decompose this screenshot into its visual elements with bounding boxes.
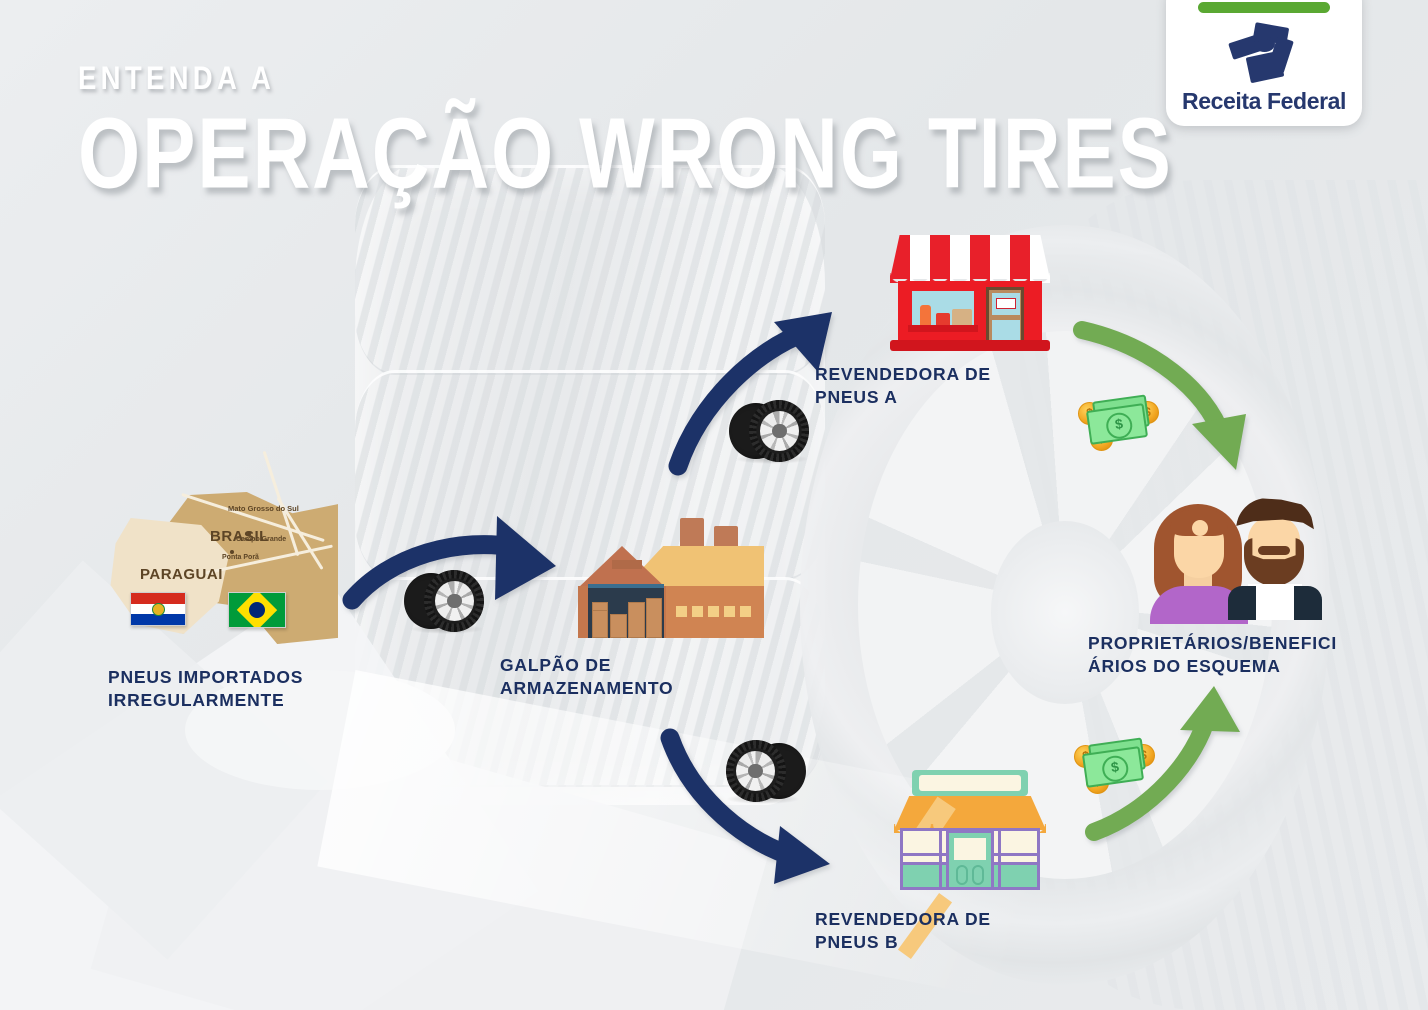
paraguay-flag-icon — [130, 592, 186, 626]
woman-avatar-icon — [1150, 502, 1248, 624]
map-label-brasil: BRASIL — [210, 528, 269, 545]
label-shop-a: REVENDEDORA DE PNEUS A — [815, 364, 991, 408]
tires-icon — [727, 400, 813, 464]
money-icon: $$$ — [1078, 392, 1162, 452]
map-label-paraguai: PARAGUAI — [140, 566, 223, 583]
receita-federal-logo: Receita Federal — [1166, 0, 1362, 126]
logo-green-bar — [1198, 2, 1330, 13]
page-title: OPERAÇÃO WRONG TIRES — [78, 98, 1173, 210]
brazil-flag-icon — [228, 592, 286, 628]
background-alloy-wheel-icon — [800, 225, 1330, 985]
node-imported-tires: Mato Grosso do Sul BRASIL PARAGUAI Campo… — [108, 450, 338, 710]
map-label-state: Mato Grosso do Sul — [228, 504, 299, 513]
label-owners: PROPRIETÁRIOS/BENEFICI ÁRIOS DO ESQUEMA — [1088, 633, 1338, 677]
man-avatar-icon — [1228, 498, 1322, 620]
logo-text: Receita Federal — [1181, 88, 1347, 114]
label-shop-b: REVENDEDORA DE PNEUS B — [815, 909, 991, 953]
map-label-ponta-pora: Ponta Porã — [222, 554, 259, 561]
tires-icon — [722, 740, 808, 804]
label-warehouse: GALPÃO DE ARMAZENAMENTO — [500, 655, 674, 699]
node-shop-a: REVENDEDORA DE PNEUS A — [815, 235, 1050, 407]
shop-sign-icon — [912, 770, 1028, 796]
node-warehouse: GALPÃO DE ARMAZENAMENTO — [500, 518, 772, 698]
kicker-text: ENTENDA A — [78, 60, 276, 96]
map-label-campo-grande: Campo Grande — [236, 536, 287, 543]
label-imported-tires: PNEUS IMPORTADOS IRREGULARMENTE — [108, 667, 304, 711]
node-owners: PROPRIETÁRIOS/BENEFICI ÁRIOS DO ESQUEMA — [1088, 498, 1336, 676]
awning-icon — [890, 235, 1050, 279]
money-icon: $$$ — [1074, 735, 1158, 795]
awning-scallop — [890, 273, 1050, 283]
node-shop-b: REVENDEDORA DE PNEUS B — [815, 770, 1050, 960]
title-block: ENTENDA A OPERAÇÃO WRONG TIRES — [78, 60, 1255, 204]
tires-icon — [402, 570, 488, 634]
shop-door-icon — [986, 287, 1024, 343]
receita-federal-emblem-icon — [1228, 22, 1300, 84]
shop-door-icon — [946, 830, 994, 890]
